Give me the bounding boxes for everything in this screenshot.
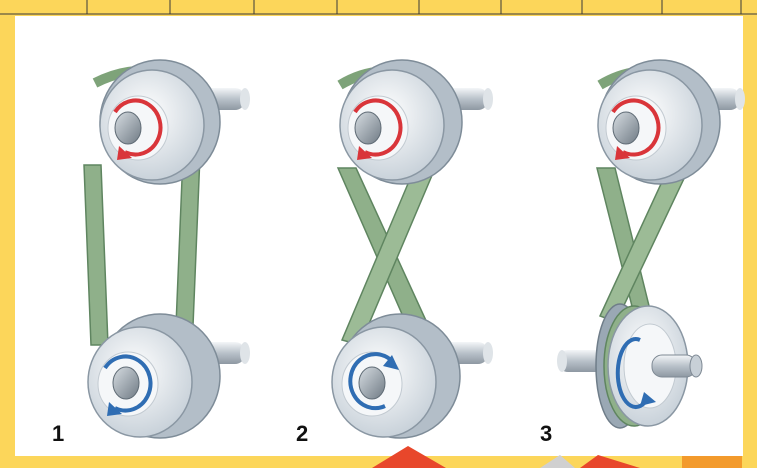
driver-pulley [100,60,220,184]
panel-number: 3 [540,421,552,446]
driver-pulley [340,60,462,184]
panel-number: 1 [52,421,64,446]
driver-pulley [598,60,720,184]
panel-number: 2 [296,421,308,446]
top-ruler-strip [0,0,757,14]
